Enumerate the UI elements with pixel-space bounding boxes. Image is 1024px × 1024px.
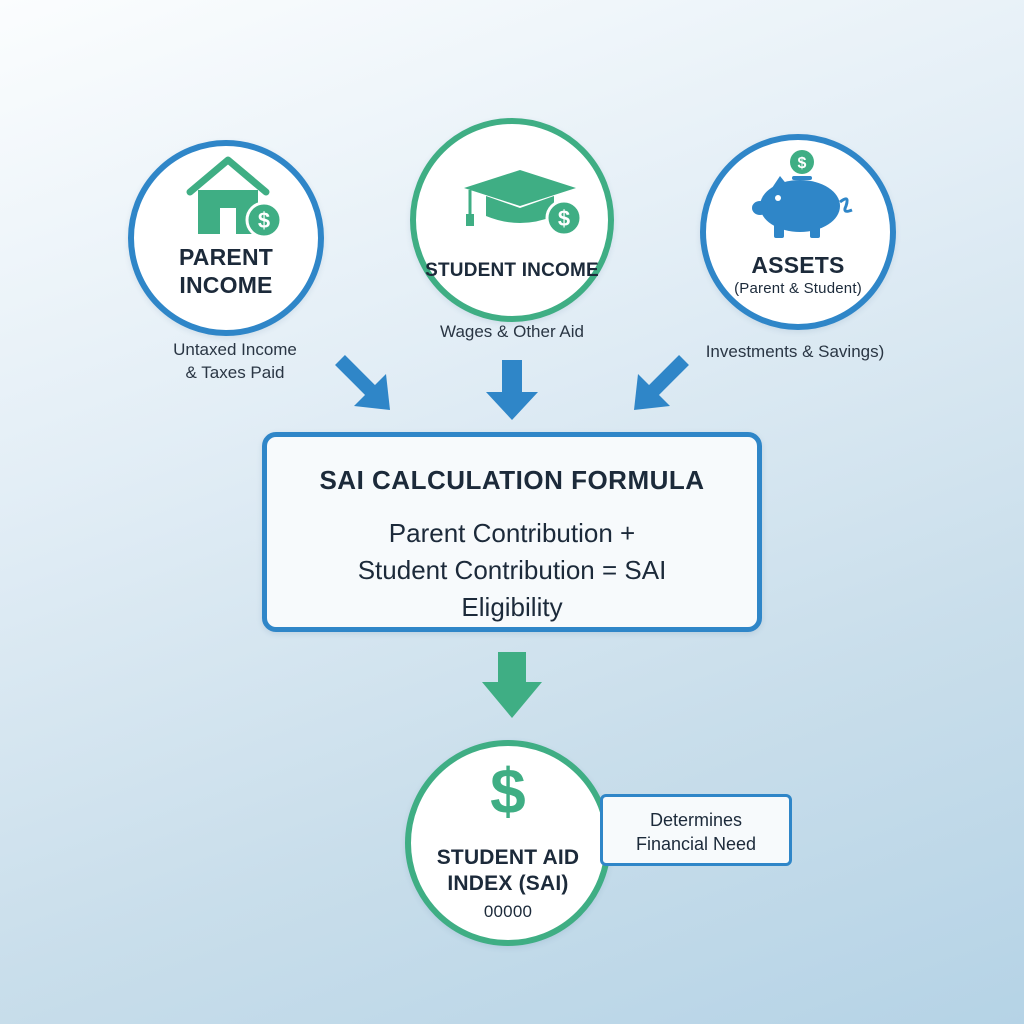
arrow-formula-to-result [482,652,542,718]
svg-text:$: $ [258,208,270,233]
note-line-1: Determines [649,810,743,830]
formula-line-3: Eligibility [461,592,563,622]
parent-income-title-1: PARENT [178,244,274,270]
piggy-bank-icon: $ [752,150,853,238]
graduation-cap-dollar-icon: $ [464,170,583,237]
note-line-2: Financial Need [635,834,757,854]
sai-title-1: STUDENT AID [436,846,580,869]
sai-title-2: INDEX (SAI) [447,872,569,895]
assets-subtitle: (Parent & Student) [734,280,862,297]
svg-text:$: $ [558,206,570,231]
arrow-assets-to-formula [634,355,689,410]
financial-need-note: Determines Financial Need [600,794,792,866]
formula-line-2: Student Contribution = SAI [357,555,667,585]
parent-income-node: $ PARENT INCOME [128,140,324,336]
assets-caption: Investments & Savings) [705,342,885,361]
formula-text: Parent Contribution + Student Contributi… [267,515,757,626]
parent-income-caption-2: & Taxes Paid [185,363,285,382]
svg-text:$: $ [798,155,807,172]
assets-node: $ ASSETS (Parent & Student) [700,134,896,330]
formula-title: SAI CALCULATION FORMULA [319,465,705,495]
assets-title: ASSETS [751,252,845,278]
parent-income-caption-1: Untaxed Income [173,340,297,359]
student-income-title: STUDENT INCOME [425,260,599,281]
parent-income-title-2: INCOME [179,272,273,298]
dollar-sign-icon: $ [490,755,526,827]
student-income-node: $ STUDENT INCOME [410,118,614,322]
house-dollar-icon: $ [186,156,283,239]
sai-value: 00000 [483,902,533,921]
arrow-student-to-formula [486,360,538,420]
sai-result-node: $ STUDENT AID INDEX (SAI) 00000 [405,740,611,946]
parent-income-caption: Untaxed Income & Taxes Paid [140,338,330,384]
formula-box: SAI CALCULATION FORMULA Parent Contribut… [262,432,762,632]
formula-line-1: Parent Contribution + [388,518,636,548]
student-income-caption: Wages & Other Aid [440,322,584,341]
arrow-parent-to-formula [335,355,390,410]
